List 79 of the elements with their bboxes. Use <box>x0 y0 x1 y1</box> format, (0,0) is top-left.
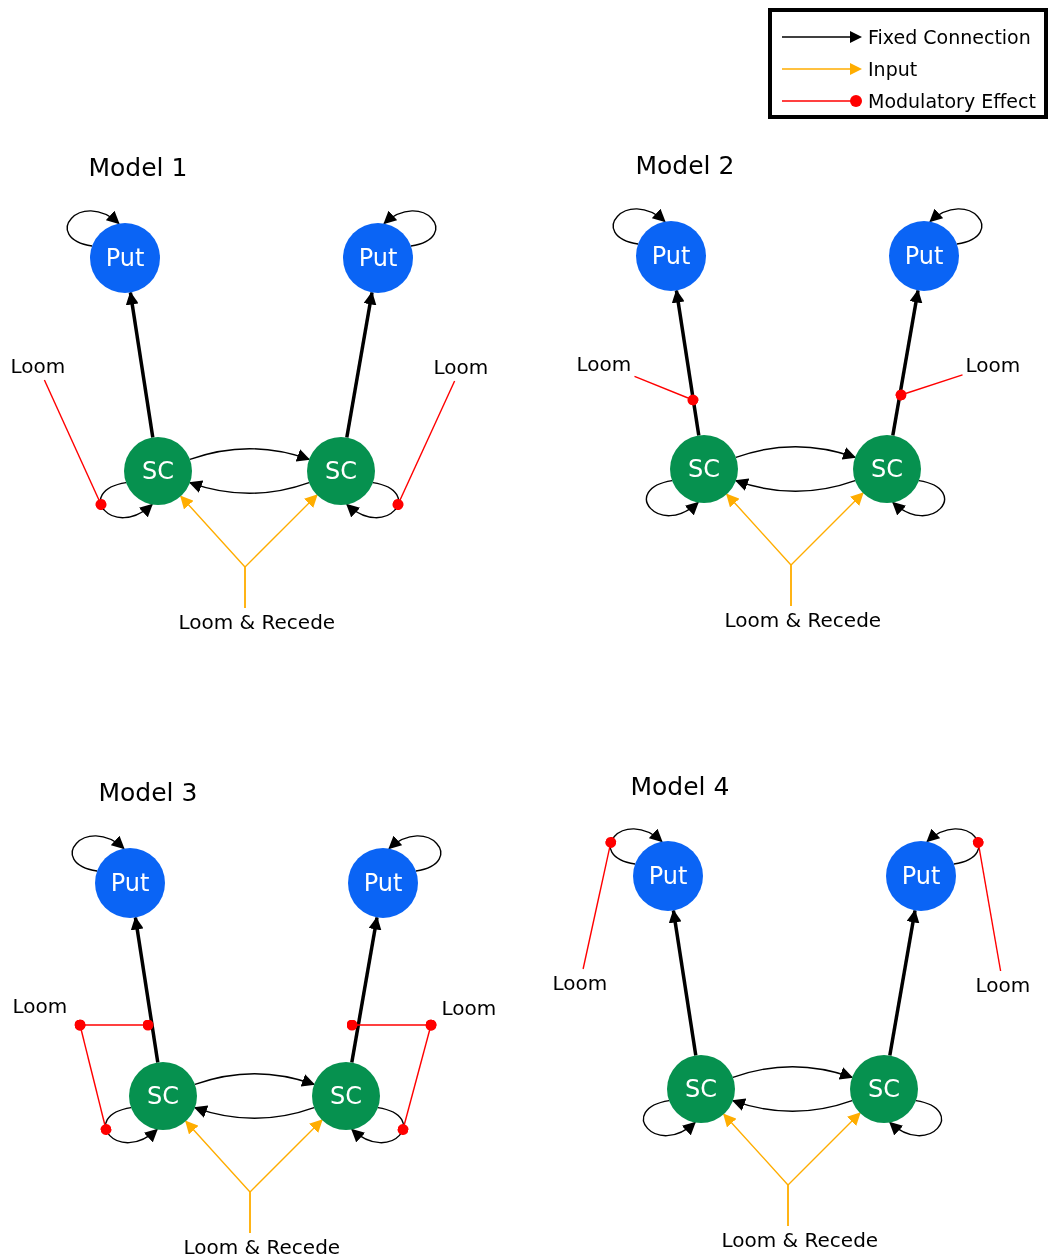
circle-node: SC <box>129 1062 197 1130</box>
input-label: Loom <box>552 971 608 995</box>
circle-node: Put <box>348 848 418 918</box>
modulation-line <box>582 836 617 970</box>
self-loop-arrow <box>609 828 663 865</box>
circle-node: SC <box>850 1055 918 1123</box>
input-label: Loom & Recede <box>724 608 882 632</box>
circle-node: Put <box>90 223 160 293</box>
input-label: Loom & Recede <box>178 610 336 634</box>
input-label: Loom <box>10 354 66 378</box>
input-label: Loom <box>441 996 497 1020</box>
modulation-line <box>43 379 107 510</box>
self-loop-arrow <box>645 479 699 517</box>
curved-arrow <box>189 448 311 462</box>
model-title: Model 1 <box>88 152 188 182</box>
circle-node: SC <box>124 437 192 505</box>
input-arrow <box>249 1119 323 1234</box>
input-label: Loom <box>576 352 632 376</box>
curved-arrow <box>193 1105 315 1119</box>
input-label: Loom <box>433 355 489 379</box>
arrow <box>671 289 701 436</box>
modulation-line <box>392 380 456 510</box>
self-loop-arrow <box>346 481 400 519</box>
curved-arrow <box>188 480 310 494</box>
input-arrow <box>790 492 864 607</box>
input-label: Loom <box>965 353 1021 377</box>
modulation-line <box>74 1019 112 1135</box>
circle-node: SC <box>853 435 921 503</box>
curved-arrow <box>194 1073 316 1087</box>
modulation-line <box>972 836 1002 972</box>
self-loop-arrow <box>388 835 442 872</box>
self-loop-arrow <box>71 835 125 872</box>
self-loop-arrow <box>892 479 946 517</box>
legend-text: Input <box>868 58 918 80</box>
arrow <box>125 291 155 438</box>
circle-node: Put <box>886 841 956 911</box>
input-arrow <box>244 494 318 609</box>
arrow <box>345 291 377 438</box>
self-loop-arrow <box>99 481 153 519</box>
circle-node: Put <box>95 848 165 918</box>
self-loop-arrow <box>104 1106 158 1144</box>
circle-node: Put <box>633 841 703 911</box>
modulation-line <box>397 1019 437 1135</box>
circle-node: Put <box>636 221 706 291</box>
curved-arrow <box>732 1066 854 1080</box>
self-loop-arrow <box>926 828 980 865</box>
self-loop-arrow <box>612 208 666 245</box>
input-arrow <box>787 1112 861 1227</box>
circle-node: Put <box>343 223 413 293</box>
model-title: Model 3 <box>98 777 198 807</box>
self-loop-arrow <box>66 210 120 247</box>
circle-node: SC <box>667 1055 735 1123</box>
arrow <box>888 909 920 1056</box>
arrow <box>668 909 698 1056</box>
legend-text: Modulatory Effect <box>868 90 1036 112</box>
input-label: Loom <box>12 994 68 1018</box>
circle-node: Put <box>889 221 959 291</box>
circle-node: SC <box>670 435 738 503</box>
circle-node: SC <box>307 437 375 505</box>
arrow <box>350 916 382 1063</box>
model-title: Model 4 <box>630 771 730 801</box>
input-label: Loom & Recede <box>183 1235 341 1259</box>
self-loop-arrow <box>642 1099 696 1137</box>
model-title: Model 2 <box>635 150 735 180</box>
input-label: Loom <box>975 973 1031 997</box>
curved-arrow <box>735 446 857 460</box>
self-loop-arrow <box>889 1099 943 1137</box>
self-loop-arrow <box>351 1106 405 1144</box>
input-label: Loom & Recede <box>721 1228 879 1252</box>
circle-node: SC <box>312 1062 380 1130</box>
arrow <box>130 916 160 1063</box>
curved-arrow <box>734 478 856 492</box>
arrow <box>891 289 923 436</box>
self-loop-arrow <box>929 208 983 245</box>
curved-arrow <box>731 1098 853 1112</box>
modulation-line <box>633 375 699 406</box>
legend-text: Fixed Connection <box>868 26 1031 48</box>
self-loop-arrow <box>383 210 437 247</box>
modulation-line <box>895 374 964 401</box>
